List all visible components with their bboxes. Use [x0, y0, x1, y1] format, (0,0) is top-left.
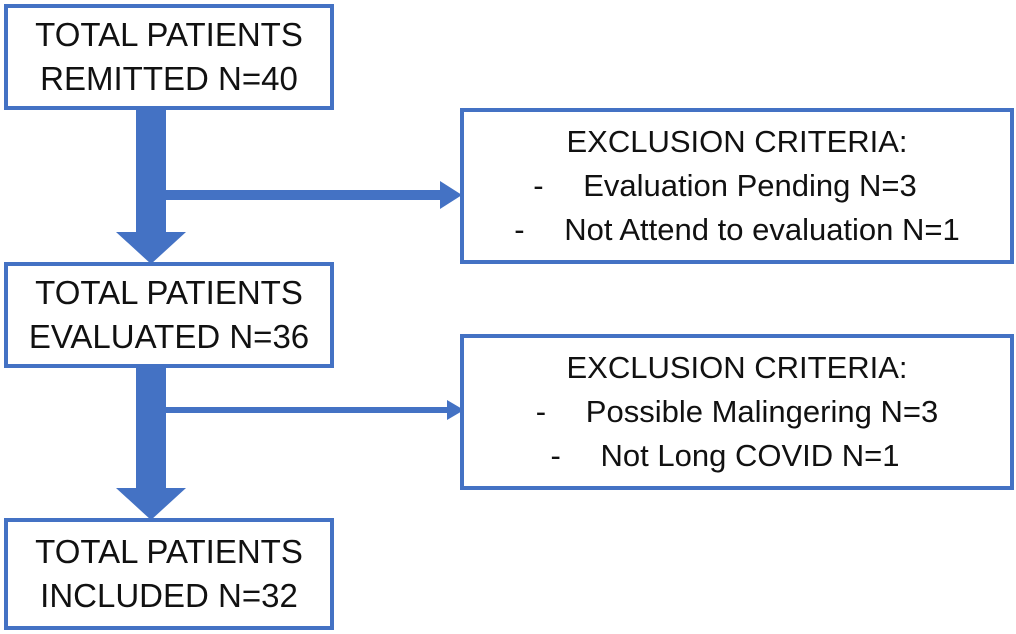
exclusion-2-item-1: - Possible Malingering N=3 [536, 390, 938, 434]
bullet-dash: - [533, 168, 544, 203]
step-included-box: TOTAL PATIENTS INCLUDED N=32 [4, 518, 334, 630]
exclusion-2-title: EXCLUSION CRITERIA: [566, 350, 908, 385]
step-evaluated-line1: TOTAL PATIENTS [35, 274, 303, 311]
exclusion-box-1: EXCLUSION CRITERIA: - Evaluation Pending … [460, 108, 1014, 264]
step-included-line1: TOTAL PATIENTS [35, 533, 303, 570]
exclusion-box-2: EXCLUSION CRITERIA: -Possible Malingerin… [460, 334, 1014, 490]
exclusion-1-item-1: - Evaluation Pending N=3 [533, 164, 917, 208]
exclusion-1-item-2-text: Not Attend to evaluation N=1 [564, 212, 960, 247]
step-included-line2: INCLUDED N=32 [40, 577, 298, 614]
right-arrow-2 [166, 400, 464, 420]
step-remitted-box: TOTAL PATIENTS REMITTED N=40 [4, 4, 334, 110]
bullet-dash: - [535, 394, 547, 429]
bullet-dash: - [514, 212, 525, 247]
down-arrow-1 [116, 108, 186, 264]
exclusion-2-item-1-text: Possible Malingering N=3 [585, 394, 939, 429]
step-remitted-line2: REMITTED N=40 [40, 60, 298, 97]
exclusion-2-item-2: - Not Long COVID N=1 [551, 434, 900, 478]
step-evaluated-box: TOTAL PATIENTS EVALUATED N=36 [4, 262, 334, 368]
exclusion-2-item-2-text: Not Long COVID N=1 [600, 438, 900, 473]
bullet-dash: - [550, 438, 561, 473]
step-evaluated-line2: EVALUATED N=36 [28, 318, 310, 355]
right-arrow-1 [166, 181, 462, 209]
exclusion-1-title: EXCLUSION CRITERIA: [566, 124, 908, 159]
exclusion-1-item-2: - Not Attend to evaluation N=1 [514, 208, 960, 252]
step-remitted-line1: TOTAL PATIENTS [35, 16, 303, 53]
exclusion-1-item-1-text: Evaluation Pending N=3 [583, 168, 917, 203]
down-arrow-2 [116, 366, 186, 520]
